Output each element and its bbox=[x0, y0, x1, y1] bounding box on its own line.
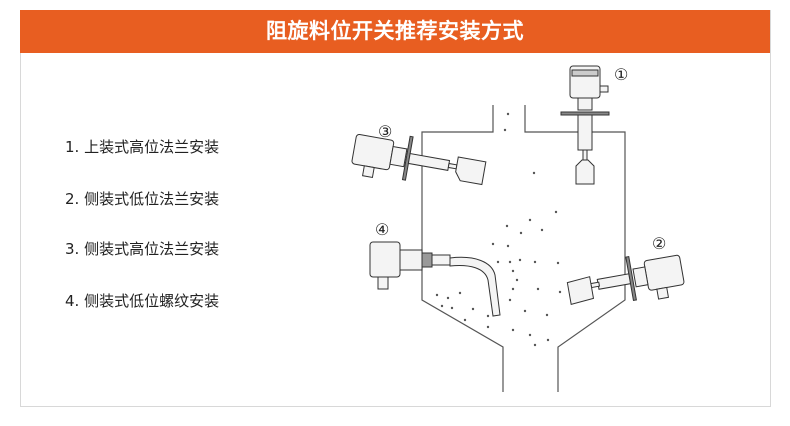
install-method-3: 3. 侧装式高位法兰安装 bbox=[65, 240, 220, 258]
install-method-1: 1. 上装式高位法兰安装 bbox=[65, 138, 220, 156]
silo-outline bbox=[421, 105, 626, 392]
install-method-2: 2. 侧装式低位法兰安装 bbox=[65, 190, 220, 208]
marker-3: ③ bbox=[378, 122, 392, 141]
marker-4: ④ bbox=[375, 220, 389, 239]
material-particles bbox=[435, 112, 562, 347]
marker-2: ② bbox=[652, 234, 666, 253]
sensor-1-top-mount bbox=[560, 65, 610, 185]
sensor-3-side-high bbox=[351, 133, 487, 186]
sensor-4-threaded bbox=[369, 241, 501, 317]
install-method-4: 4. 侧装式低位螺纹安装 bbox=[65, 292, 220, 310]
content-frame bbox=[20, 10, 771, 407]
page-title: 阻旋料位开关推荐安装方式 bbox=[20, 10, 770, 53]
sensor-2-side-low bbox=[566, 254, 685, 305]
marker-1: ① bbox=[614, 65, 628, 84]
